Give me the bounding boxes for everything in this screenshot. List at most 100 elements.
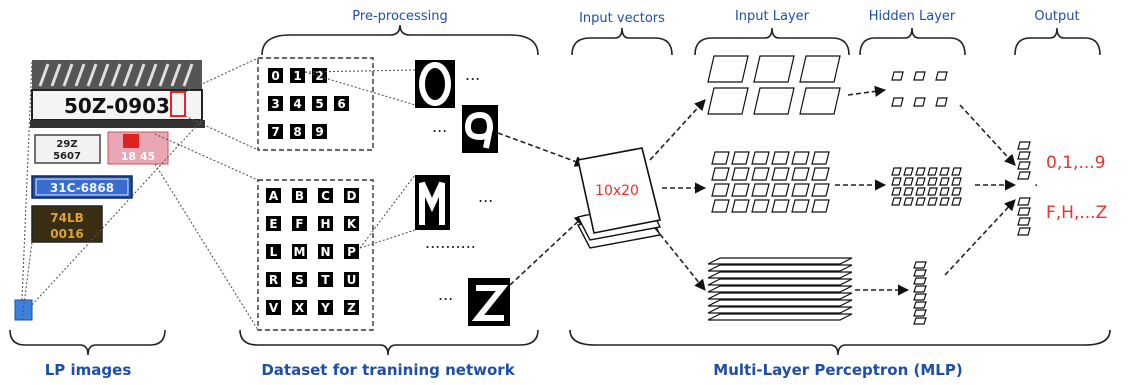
digit-char: 5	[315, 97, 323, 111]
output-neuron	[1017, 151, 1031, 160]
input-neuron-small	[711, 151, 730, 165]
input-neuron-large	[753, 87, 795, 115]
input-layer-bottom	[707, 257, 853, 321]
input-sheet	[707, 292, 853, 300]
output-neuron	[1017, 197, 1031, 206]
small-plate-3-line1: 74LB	[50, 211, 84, 225]
hidden-neuron	[891, 197, 902, 206]
digit-tile	[312, 124, 327, 139]
letter-tile	[292, 216, 307, 231]
output-neurons	[1017, 141, 1031, 236]
input-neuron-small	[751, 199, 770, 213]
mlp-brace	[569, 329, 1111, 356]
dataset-brace	[239, 329, 539, 356]
hidden-layer-bottom	[913, 261, 927, 325]
digit-tile	[312, 68, 327, 83]
lp-images-label: LP images	[45, 361, 132, 379]
hidden-neuron	[915, 177, 926, 186]
letter-char: Y	[320, 301, 330, 315]
lp-images-brace	[9, 329, 166, 356]
ellipsis-2: ...	[432, 117, 447, 136]
input-neuron-small	[731, 199, 750, 213]
letter-char: N	[320, 245, 330, 259]
letter-tile	[266, 188, 281, 203]
digit-tile	[290, 96, 305, 111]
hidden-neuron	[913, 261, 927, 269]
hidden-neuron	[903, 167, 914, 176]
input-sheet	[707, 313, 853, 321]
letter-char: C	[321, 189, 330, 203]
output-neuron	[1017, 217, 1031, 226]
digit-tile	[268, 68, 283, 83]
letter-char: Z	[347, 301, 356, 315]
input-neuron-small	[711, 183, 730, 197]
letter-char: V	[269, 301, 279, 315]
hidden-neuron	[913, 317, 927, 325]
preprocessing-label: Pre-processing	[352, 9, 447, 24]
letter-char: K	[347, 217, 357, 231]
digit-char: 2	[315, 69, 323, 83]
letter-tile	[318, 188, 333, 203]
input-layer-middle	[711, 151, 830, 213]
input-neuron-small	[731, 167, 750, 181]
letter-tile	[318, 300, 333, 315]
letter-tile	[292, 244, 307, 259]
small-plate-1-line2: 5607	[53, 151, 81, 162]
dataset-label: Dataset for tranining network	[261, 361, 515, 379]
hidden-neuron	[903, 187, 914, 196]
output-label: Output	[1034, 9, 1079, 24]
input-neuron-small	[731, 151, 750, 165]
letter-char: A	[269, 189, 279, 203]
input-neuron-small	[791, 199, 810, 213]
letter-tile	[266, 300, 281, 315]
input-vector-stack: 10x20	[576, 147, 662, 249]
digit-char: 1	[293, 69, 301, 83]
hidden-neuron	[891, 71, 904, 81]
red-plate-text: 18 45	[121, 150, 155, 163]
digit-tile	[334, 96, 349, 111]
letter-char: B	[295, 189, 304, 203]
input-neuron-small	[811, 199, 830, 213]
input-neuron-large	[753, 55, 795, 83]
hidden-neuron	[913, 293, 927, 301]
digit-char: 9	[315, 125, 323, 139]
output-neuron	[1017, 141, 1031, 150]
hidden-neuron	[939, 177, 950, 186]
digit-tile	[268, 96, 283, 111]
hidden-neuron	[951, 187, 962, 196]
letter-char: U	[347, 273, 357, 287]
ellipsis-3: ...	[478, 187, 493, 206]
hidden-neuron	[951, 177, 962, 186]
letter-char: F	[295, 217, 303, 231]
letter-tile	[266, 272, 281, 287]
digit-char: 0	[271, 69, 279, 83]
letter-tile	[292, 188, 307, 203]
sample-images	[415, 60, 510, 326]
input-neuron-small	[751, 183, 770, 197]
input-sheet	[707, 264, 853, 272]
digit-char: 8	[293, 125, 301, 139]
letter-tile	[344, 188, 359, 203]
hidden-neuron	[903, 197, 914, 206]
letter-tile	[292, 272, 307, 287]
input-neuron-small	[751, 167, 770, 181]
hidden-neuron	[915, 187, 926, 196]
digit-tile	[312, 96, 327, 111]
digit-char: 3	[271, 97, 279, 111]
small-plate-3-line2: 0016	[50, 227, 83, 241]
input-neuron-small	[811, 183, 830, 197]
hidden-layer-brace	[859, 27, 966, 56]
input-neuron-small	[771, 151, 790, 165]
input-sheet	[707, 278, 853, 286]
output-dot: ·	[1034, 178, 1038, 194]
output-neuron	[1017, 227, 1031, 236]
output-neuron	[1017, 161, 1031, 170]
input-neuron-small	[771, 199, 790, 213]
hidden-neuron	[915, 167, 926, 176]
hidden-neuron	[939, 197, 950, 206]
hidden-neuron	[891, 177, 902, 186]
input-layer-brace	[694, 27, 850, 56]
digit-grid-box	[257, 57, 374, 151]
